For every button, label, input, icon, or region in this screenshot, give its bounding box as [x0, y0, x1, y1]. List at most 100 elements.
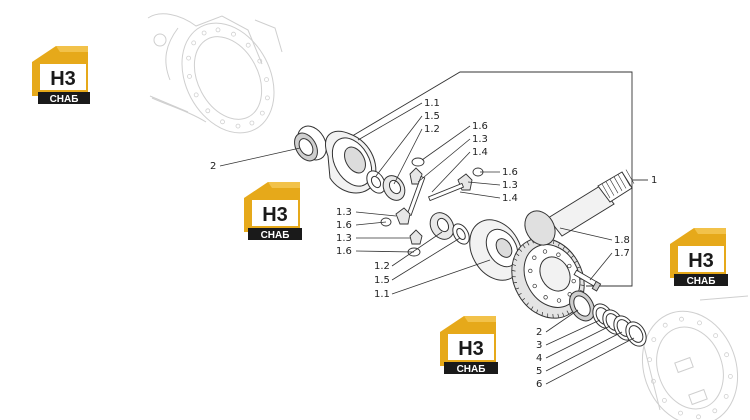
ring-gear-bolt-hole: [532, 283, 537, 289]
spline-ridge: [609, 179, 619, 194]
callout-4: 4: [536, 353, 542, 364]
ring-gear-tooth: [512, 263, 517, 267]
spline-ridge: [617, 174, 627, 189]
housing-bolt-hole: [678, 410, 683, 416]
callout-1-7: 1.7: [614, 248, 630, 259]
spline-ridge: [613, 176, 623, 191]
logo-mark-2: H3: [262, 204, 288, 226]
housing-bolt-hole: [264, 95, 270, 101]
assembly-bracket-item-1: [331, 71, 648, 287]
housing-bolt-hole: [651, 378, 656, 384]
ring-gear-bolt-hole: [528, 268, 533, 274]
housing-bolt-hole: [662, 397, 667, 403]
drive-pinion-shaft: [524, 171, 633, 246]
ring-gear-tooth: [570, 255, 575, 259]
ring-gear-bolt-hole: [532, 255, 537, 260]
ring-gear-tooth: [515, 287, 520, 290]
callout-2-right: 2: [536, 327, 542, 338]
brand-logo-1: H3 СНАБ: [32, 46, 90, 105]
tapered-roller-bearing: [294, 125, 327, 162]
callout-2-left: 2: [210, 161, 216, 172]
callout-1-5-top: 1.5: [424, 111, 440, 122]
ring-gear-bolt-hole: [571, 278, 576, 284]
callout-1-4-top: 1.4: [472, 147, 488, 158]
logo-caption-1: СНАБ: [50, 94, 79, 105]
ring-gear-tooth: [579, 289, 584, 293]
callout-1-3-right: 1.3: [502, 180, 518, 191]
housing-bolt-holes-bottom: [647, 316, 733, 420]
callout-1: 1: [651, 175, 657, 186]
side-gear-top: [382, 175, 406, 201]
callout-1-6-left-a: 1.6: [336, 220, 352, 231]
callout-1-6-top: 1.6: [472, 121, 488, 132]
ring-gear-tooth: [518, 292, 522, 296]
ring-gear-tooth: [513, 258, 518, 261]
callout-1-6-right: 1.6: [502, 167, 518, 178]
callout-1-2-bottom: 1.2: [374, 261, 390, 272]
callout-3: 3: [536, 340, 542, 351]
callout-1-1-top: 1.1: [424, 98, 440, 109]
housing-bolt-hole: [231, 31, 236, 37]
ring-gear-bolt: [573, 269, 602, 292]
washer-upper: [411, 157, 425, 167]
housing-bolt-hole: [257, 58, 263, 64]
callout-1-3-left-b: 1.3: [336, 233, 352, 244]
ring-gear-tooth: [562, 246, 566, 250]
differential-case-half-right: [469, 219, 523, 281]
ring-gear-tooth: [530, 306, 534, 310]
callout-1-3-top: 1.3: [472, 134, 488, 145]
housing-bolt-hole: [215, 27, 221, 33]
leader-lines: [219, 102, 635, 385]
callout-1-1-bottom: 1.1: [374, 289, 390, 300]
housing-bolt-holes-top: [186, 27, 270, 129]
ring-gear-bolt-hole: [543, 295, 548, 300]
callout-1-2-top: 1.2: [424, 124, 440, 135]
callout-1-5-bottom: 1.5: [374, 275, 390, 286]
ring-gear-bolt-hole: [556, 252, 561, 257]
thrust-washer-bottom: [452, 223, 470, 245]
ring-gear-tooth: [522, 244, 526, 249]
spline-ridge: [601, 183, 611, 199]
ring-gear-tooth: [521, 297, 526, 301]
logo-mark-1: H3: [50, 68, 76, 90]
ring-gear-tooth: [518, 248, 523, 252]
housing-bolt-hole: [187, 74, 192, 79]
ring-gear-tooth: [536, 309, 539, 314]
callout-6: 6: [536, 379, 542, 390]
ring-gear-bolt-hole: [556, 298, 562, 303]
ring-gear-tooth: [557, 313, 560, 318]
housing-bolt-hole: [723, 393, 729, 399]
differential-case-half-left: [325, 130, 377, 194]
ring-gear-tooth: [526, 302, 529, 306]
ring-gear-tooth: [511, 270, 516, 272]
housing-bolt-hole: [713, 333, 718, 339]
ring-gear-tooth: [576, 266, 581, 269]
ring-gear-tooth: [526, 241, 530, 246]
ring-gear-bolt-hole: [567, 263, 572, 269]
cross-pin-horizontal: [427, 182, 465, 202]
housing-bolt-hole: [651, 337, 657, 343]
ring-gear-tooth: [541, 311, 543, 316]
pinion-shaft-splines: [601, 169, 635, 199]
housing-bolt-hole: [245, 42, 251, 48]
housing-bolt-hole: [728, 373, 733, 379]
thrust-washer-top: [366, 170, 386, 194]
housing-bolt-hole: [220, 119, 225, 125]
brand-logo-3: H3 СНАБ: [670, 228, 728, 287]
housing-bolt-hole: [205, 108, 211, 114]
housing-bolt-hole: [662, 322, 668, 328]
housing-bolt-hole: [696, 414, 701, 420]
housing-bolt-hole: [697, 320, 702, 326]
ring-gear-tooth: [566, 310, 570, 315]
ring-gear-tooth: [580, 284, 585, 286]
adjusting-shim-6: [625, 321, 647, 347]
ring-gear-tooth: [562, 312, 565, 317]
housing-bolt-hole: [647, 357, 652, 363]
ring-gear-tooth: [552, 314, 554, 319]
ring-gear-tooth: [515, 253, 520, 257]
housing-bolt-hole: [191, 40, 197, 46]
ring-gear-tooth: [557, 242, 560, 247]
axle-housing-outline-bottom: [639, 295, 749, 420]
callout-5: 5: [536, 366, 542, 377]
